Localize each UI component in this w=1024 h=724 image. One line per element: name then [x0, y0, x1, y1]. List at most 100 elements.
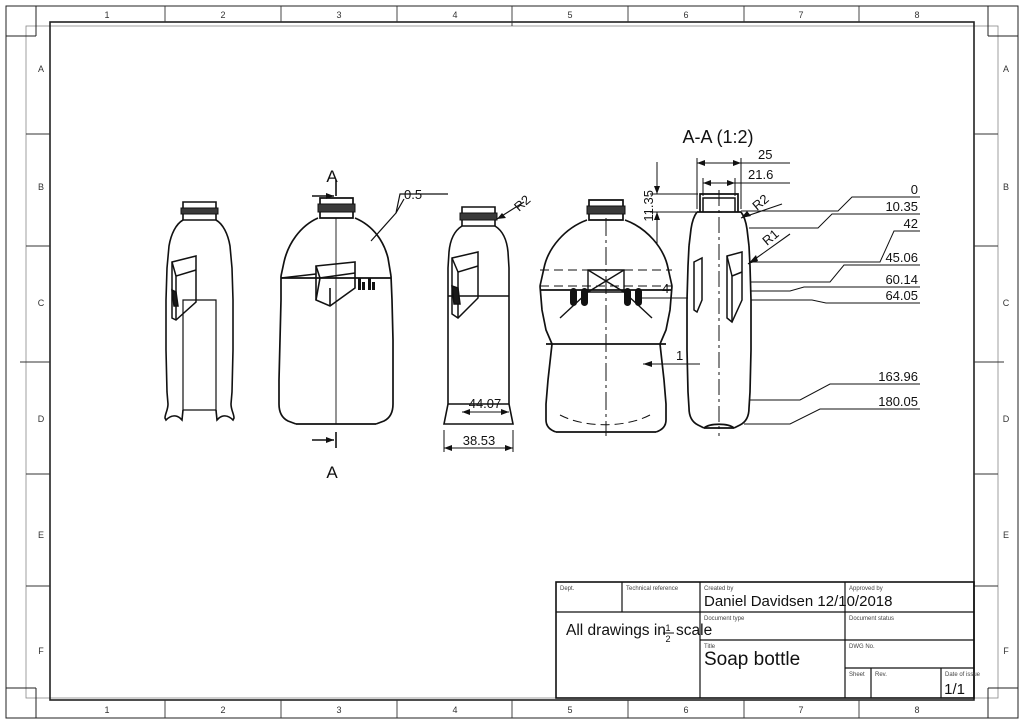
dwg-no-label: DWG No.: [849, 644, 875, 650]
zone-left-d: D: [38, 414, 45, 424]
document-status-label: Document status: [849, 616, 894, 622]
view-front-wide-ribs: [570, 288, 642, 306]
zone-labels-bottom: 1 2 3 4 5 6 7 8: [104, 705, 919, 715]
view-front-emboss-marks: [358, 278, 375, 290]
zone-right-b: B: [1003, 182, 1009, 192]
corner-marks: [6, 6, 1018, 718]
ordinate-value-64-05: 64.05: [885, 288, 918, 303]
section-label-a-bottom: A: [326, 463, 338, 482]
zone-right-a: A: [1003, 64, 1009, 74]
zone-top-4: 4: [452, 10, 457, 20]
zone-ticks: [20, 6, 1004, 718]
dimension-38-53: [443, 430, 514, 452]
ordinate-value-163-96: 163.96: [878, 369, 918, 384]
zone-top-3: 3: [336, 10, 341, 20]
view-front-wide-hidden: [540, 269, 672, 426]
view-section-aa-inner: [693, 197, 743, 324]
title-block: [555, 581, 975, 699]
section-view-title: A-A (1:2): [682, 127, 753, 147]
sheet-value: 1/1: [944, 681, 965, 698]
dimension-44-07: [462, 409, 509, 415]
zone-labels-top: 1 2 3 4 5 6 7 8: [104, 10, 919, 20]
zone-bottom-1: 1: [104, 705, 109, 715]
zone-labels-right: A B C D E F: [1003, 64, 1010, 656]
view-side-narrow: [443, 206, 514, 425]
section-label-a-top: A: [326, 167, 338, 186]
zone-right-c: C: [1003, 298, 1010, 308]
scale-note: All drawings in 1 2 scale: [566, 622, 712, 644]
ordinate-value-0: 0: [911, 182, 918, 197]
surface-finish-value: 0.5: [404, 187, 422, 202]
ordinate-value-60-14: 60.14: [885, 272, 918, 287]
zone-bottom-6: 6: [683, 705, 688, 715]
zone-bottom-7: 7: [798, 705, 803, 715]
zone-right-d: D: [1003, 414, 1010, 424]
view-front-wide: [539, 199, 673, 433]
section-marker-top: [312, 180, 337, 199]
sheet-frame: [5, 5, 1019, 719]
callout-4-value: 4: [662, 281, 669, 296]
title-label: Title: [704, 644, 716, 650]
zone-top-8: 8: [914, 10, 919, 20]
created-by-label: Created by: [704, 586, 733, 592]
zone-top-1: 1: [104, 10, 109, 20]
section-marker-bottom: [312, 432, 337, 448]
techref-label: Technical reference: [626, 586, 679, 592]
zone-left-a: A: [38, 64, 44, 74]
zone-left-c: C: [38, 298, 45, 308]
zone-bottom-5: 5: [567, 705, 572, 715]
zone-top-6: 6: [683, 10, 688, 20]
ordinate-leaders: [741, 196, 920, 425]
dimension-11-35: [650, 162, 698, 244]
dimension-21-6-value: 21.6: [748, 167, 773, 182]
leader-callout-1: [643, 361, 700, 367]
dept-label: Dept.: [560, 586, 575, 592]
ordinate-values: 0 10.35 42 45.06 60.14 64.05 163.96 180.…: [878, 182, 918, 409]
view-side-left-handle: [171, 255, 197, 321]
dimension-44-07-value: 44.07: [469, 396, 502, 411]
dimension-21-6: [702, 178, 790, 196]
callout-1-value: 1: [676, 348, 683, 363]
scale-note-numerator: 1: [665, 623, 670, 633]
view-front-sectioned: [278, 197, 394, 425]
view-side-left: [164, 201, 235, 422]
date-of-issue-label: Date of issue: [945, 672, 981, 678]
surface-finish-symbol: [370, 193, 448, 242]
radius-r2-section: R2: [749, 191, 771, 213]
radius-r1-section: R1: [759, 226, 781, 248]
zone-top-7: 7: [798, 10, 803, 20]
dimension-25: [696, 158, 790, 209]
zone-bottom-2: 2: [220, 705, 225, 715]
leader-r2-view3: [496, 201, 525, 220]
ordinate-value-180-05: 180.05: [878, 394, 918, 409]
title-block-labels: Dept. Technical reference Created by App…: [560, 586, 981, 678]
approved-by-label: Approved by: [849, 586, 883, 592]
dimension-11-35-value: 11.35: [641, 190, 656, 222]
zone-top-2: 2: [220, 10, 225, 20]
ordinate-value-45-06: 45.06: [885, 250, 918, 265]
document-title-value: Soap bottle: [704, 649, 800, 670]
sheet-label: Sheet: [849, 672, 865, 678]
zone-left-b: B: [38, 182, 44, 192]
zone-bottom-4: 4: [452, 705, 457, 715]
zone-top-5: 5: [567, 10, 572, 20]
dimension-25-value: 25: [758, 147, 772, 162]
view-side-narrow-handle: [451, 251, 479, 319]
created-by-value: Daniel Davidsen 12/10/2018: [704, 593, 892, 610]
radius-r2-view3: R2: [511, 192, 533, 214]
zone-left-f: F: [38, 646, 44, 656]
document-type-label: Document type: [704, 616, 745, 622]
scale-note-denominator: 2: [665, 634, 670, 644]
rev-label: Rev.: [875, 672, 887, 678]
zone-bottom-3: 3: [336, 705, 341, 715]
zone-right-f: F: [1003, 646, 1009, 656]
view-front-wide-emboss: [559, 269, 653, 319]
zone-right-e: E: [1003, 530, 1009, 540]
svg-text:All drawings in: All drawings in: [566, 622, 666, 639]
scale-note-suffix: scale: [676, 622, 712, 639]
ordinate-value-10-35: 10.35: [885, 199, 918, 214]
zone-left-e: E: [38, 530, 44, 540]
scale-note-prefix: All drawings in: [566, 622, 666, 639]
